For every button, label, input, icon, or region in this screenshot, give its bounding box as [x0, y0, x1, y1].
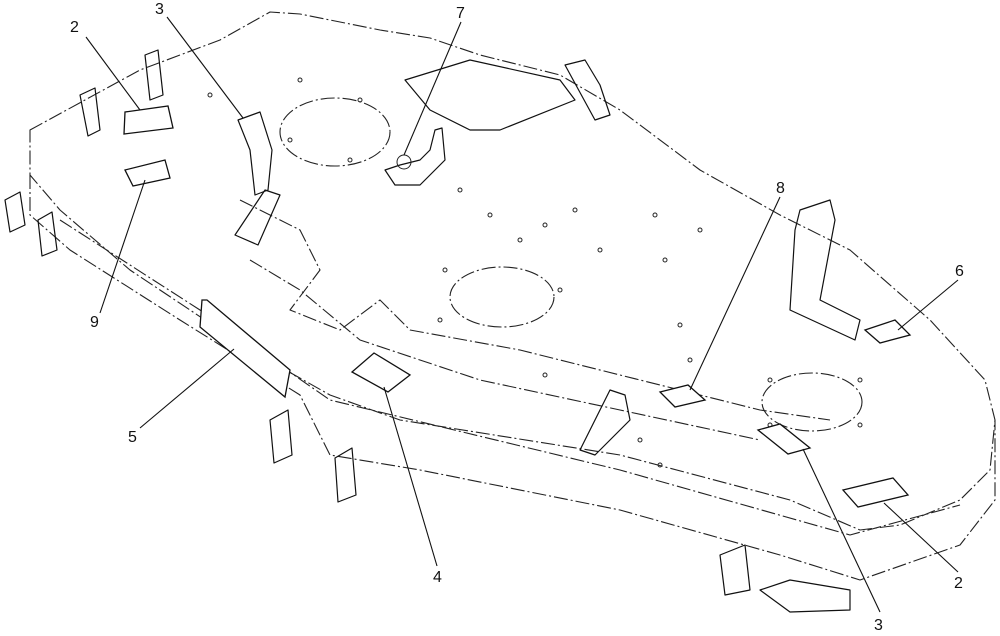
callout-3-top: 3 [155, 1, 164, 18]
bracket-front-baffle [579, 389, 851, 613]
callout-2-top-left: 2 [70, 19, 79, 36]
blade-opening-right [761, 372, 863, 432]
mounting-holes [207, 77, 863, 468]
decal-2-left [123, 105, 174, 135]
bracket-rear-right [404, 59, 611, 131]
decals [123, 105, 912, 508]
callout-6: 6 [955, 263, 964, 280]
decal-3-right [756, 423, 812, 455]
leader-lines [85, 16, 959, 613]
bracket-center-left [234, 111, 281, 246]
deck-skirt-edge [29, 175, 996, 581]
callout-4: 4 [433, 569, 442, 586]
bracket-left-front [4, 49, 357, 503]
callout-5: 5 [128, 429, 137, 446]
callout-7: 7 [456, 5, 465, 22]
blade-opening-center [449, 266, 555, 328]
callout-labels: 2 3 7 9 5 4 8 6 3 2 [70, 1, 964, 634]
decal-6 [863, 319, 912, 344]
deck-inner-channel-2 [249, 259, 761, 441]
callout-3-bottom: 3 [874, 617, 883, 634]
deck-skirt-inner [59, 219, 961, 536]
blade-opening-left [279, 97, 391, 167]
deck-top-outline [29, 11, 996, 531]
decal-8 [658, 384, 707, 408]
callout-9: 9 [90, 314, 99, 331]
deck-inner-channel [239, 199, 831, 421]
pivot-arm [384, 127, 446, 186]
decal-4 [350, 352, 412, 393]
callout-8: 8 [776, 180, 785, 197]
decal-2-right [841, 477, 910, 508]
decal-5 [199, 299, 291, 399]
decal-9 [124, 159, 171, 187]
bracket-right-side [789, 199, 861, 341]
callout-2-bottom-right: 2 [954, 575, 963, 592]
